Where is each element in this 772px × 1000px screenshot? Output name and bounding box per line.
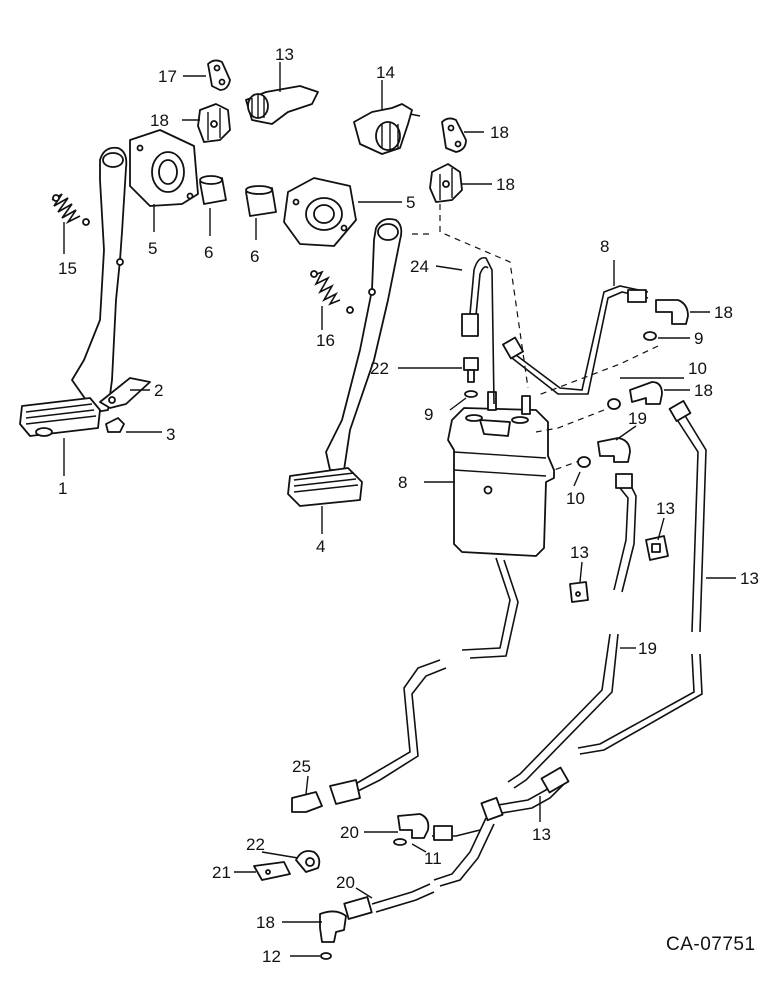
spring-8-left	[51, 193, 90, 226]
clip-3	[105, 417, 125, 433]
elbow-fitting-18-lower	[597, 437, 631, 463]
washer-13-tee	[393, 838, 407, 846]
pipe-19	[507, 473, 637, 789]
callout-25: 25	[292, 757, 311, 776]
callout-16: 13	[740, 569, 759, 588]
left-pedal-arm	[71, 146, 128, 413]
callout-13-bottom: 12	[262, 947, 281, 966]
bushing-6-right	[245, 185, 277, 217]
pivot-bracket-5-left	[129, 129, 199, 207]
pipe-16	[577, 400, 707, 755]
bushing-6-left	[199, 175, 227, 205]
callout-23: 22	[370, 359, 389, 378]
valve-fittings	[487, 391, 531, 415]
callout-18-top: 18	[714, 303, 733, 322]
washer-13-upper-left	[464, 390, 478, 398]
callout-5-right: 5	[406, 193, 415, 212]
callout-20: 20	[336, 873, 355, 892]
left-pedal-pad	[19, 397, 101, 437]
pivot-bracket-5-right	[283, 177, 357, 247]
callout-18-mid: 18	[694, 381, 713, 400]
callout-7-right: 14	[376, 63, 395, 82]
elbow-fitting-18-mid	[629, 381, 663, 405]
fitting-23	[463, 357, 479, 383]
bracket-plate-2	[99, 377, 151, 409]
callout-24: 24	[410, 257, 429, 276]
callout-22: 22	[246, 835, 265, 854]
clevis-10-left	[197, 103, 231, 143]
callout-17: 13	[532, 825, 551, 844]
callout-labels: 17 18 13 14 18 18 5 6 6 5 15 16 2 3 1 4 …	[58, 45, 759, 966]
callout-6-left: 6	[204, 243, 213, 262]
lever-7-right	[353, 103, 421, 155]
elbow-fitting-18-top	[655, 299, 689, 325]
clevis-10-right	[429, 163, 463, 203]
callout-13-top: 9	[694, 329, 703, 348]
washer-13-mid	[607, 398, 621, 410]
elbow-fitting-25	[291, 791, 323, 813]
washer-13-bottom	[320, 952, 332, 960]
callout-13-mid: 10	[688, 359, 707, 378]
callout-11: 8	[398, 473, 407, 492]
elbow-fitting-18-bottom	[319, 910, 347, 943]
callout-8-right: 16	[316, 331, 335, 350]
pipe-17	[432, 817, 495, 887]
callout-18-bottom: 18	[256, 913, 275, 932]
callout-2: 2	[154, 381, 163, 400]
callout-18-tee: 20	[340, 823, 359, 842]
clip-15	[569, 581, 589, 603]
link-9-left	[207, 59, 231, 91]
pipe-12	[502, 285, 649, 395]
callout-9-right: 18	[490, 123, 509, 142]
elbow-fitting-18-tee	[397, 813, 430, 839]
callout-1: 1	[58, 479, 67, 498]
right-pedal-arm	[325, 218, 403, 471]
clamp-21	[253, 861, 291, 881]
callout-13-valve-top: 9	[424, 405, 433, 424]
spring-8-right	[310, 270, 354, 314]
callout-9-left: 17	[158, 67, 177, 86]
pipe-20	[343, 883, 435, 920]
tee-fitting-17	[480, 766, 570, 822]
callout-10-left: 18	[150, 111, 169, 130]
callout-7-left: 13	[275, 45, 294, 64]
valve-body-11	[447, 407, 555, 557]
callout-5-left: 5	[148, 239, 157, 258]
pipe-25	[329, 557, 519, 805]
callout-8-left: 15	[58, 259, 77, 278]
link-9-right	[441, 117, 467, 153]
pipe-24	[461, 256, 495, 405]
leader-lines	[63, 75, 736, 957]
washer-13-valve-side	[577, 456, 591, 468]
clamp-22	[295, 850, 321, 873]
callout-10-right: 18	[496, 175, 515, 194]
callout-21: 21	[212, 863, 231, 882]
callout-13-tee: 11	[424, 849, 442, 868]
callout-3: 3	[166, 425, 175, 444]
clip-14	[645, 535, 669, 561]
callout-12: 8	[600, 237, 609, 256]
callout-18-lower: 19	[628, 409, 647, 428]
lever-7-left	[245, 62, 319, 125]
washer-13-top	[643, 331, 657, 341]
right-pedal-pad	[287, 467, 363, 507]
callout-14: 13	[656, 499, 675, 518]
callout-13-valve-side: 10	[566, 489, 585, 508]
callout-15: 13	[570, 543, 589, 562]
callout-4: 4	[316, 537, 325, 556]
callout-19: 19	[638, 639, 657, 658]
callout-6-right: 6	[250, 247, 259, 266]
drawing-code: CA-07751	[666, 934, 756, 955]
